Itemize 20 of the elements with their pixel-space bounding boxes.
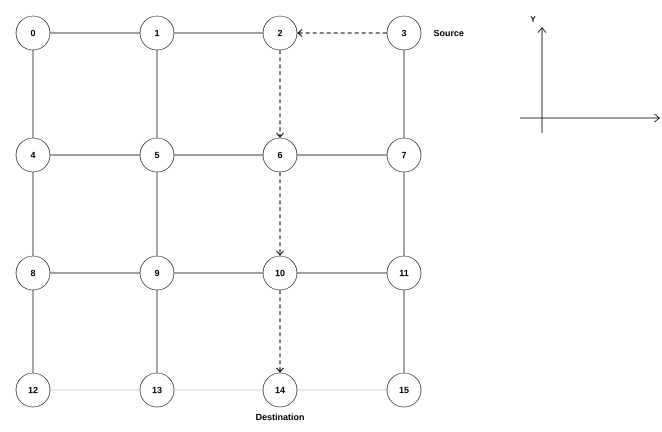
connector xyxy=(32,50,34,138)
connector xyxy=(296,154,388,156)
connector xyxy=(174,32,264,34)
connector xyxy=(296,272,388,274)
connector xyxy=(174,154,264,156)
connector xyxy=(50,32,140,34)
connector xyxy=(276,290,284,373)
connector xyxy=(32,172,34,256)
connector xyxy=(276,50,284,138)
node-caption: Source xyxy=(434,30,464,36)
connector xyxy=(174,272,264,274)
node-caption: Destination xyxy=(256,414,304,420)
connector xyxy=(156,172,158,256)
connector xyxy=(50,272,140,274)
connector xyxy=(50,154,140,156)
connector xyxy=(32,290,34,374)
connector xyxy=(156,290,158,374)
connector xyxy=(297,29,388,37)
connector xyxy=(156,50,158,138)
connector xyxy=(276,172,284,256)
